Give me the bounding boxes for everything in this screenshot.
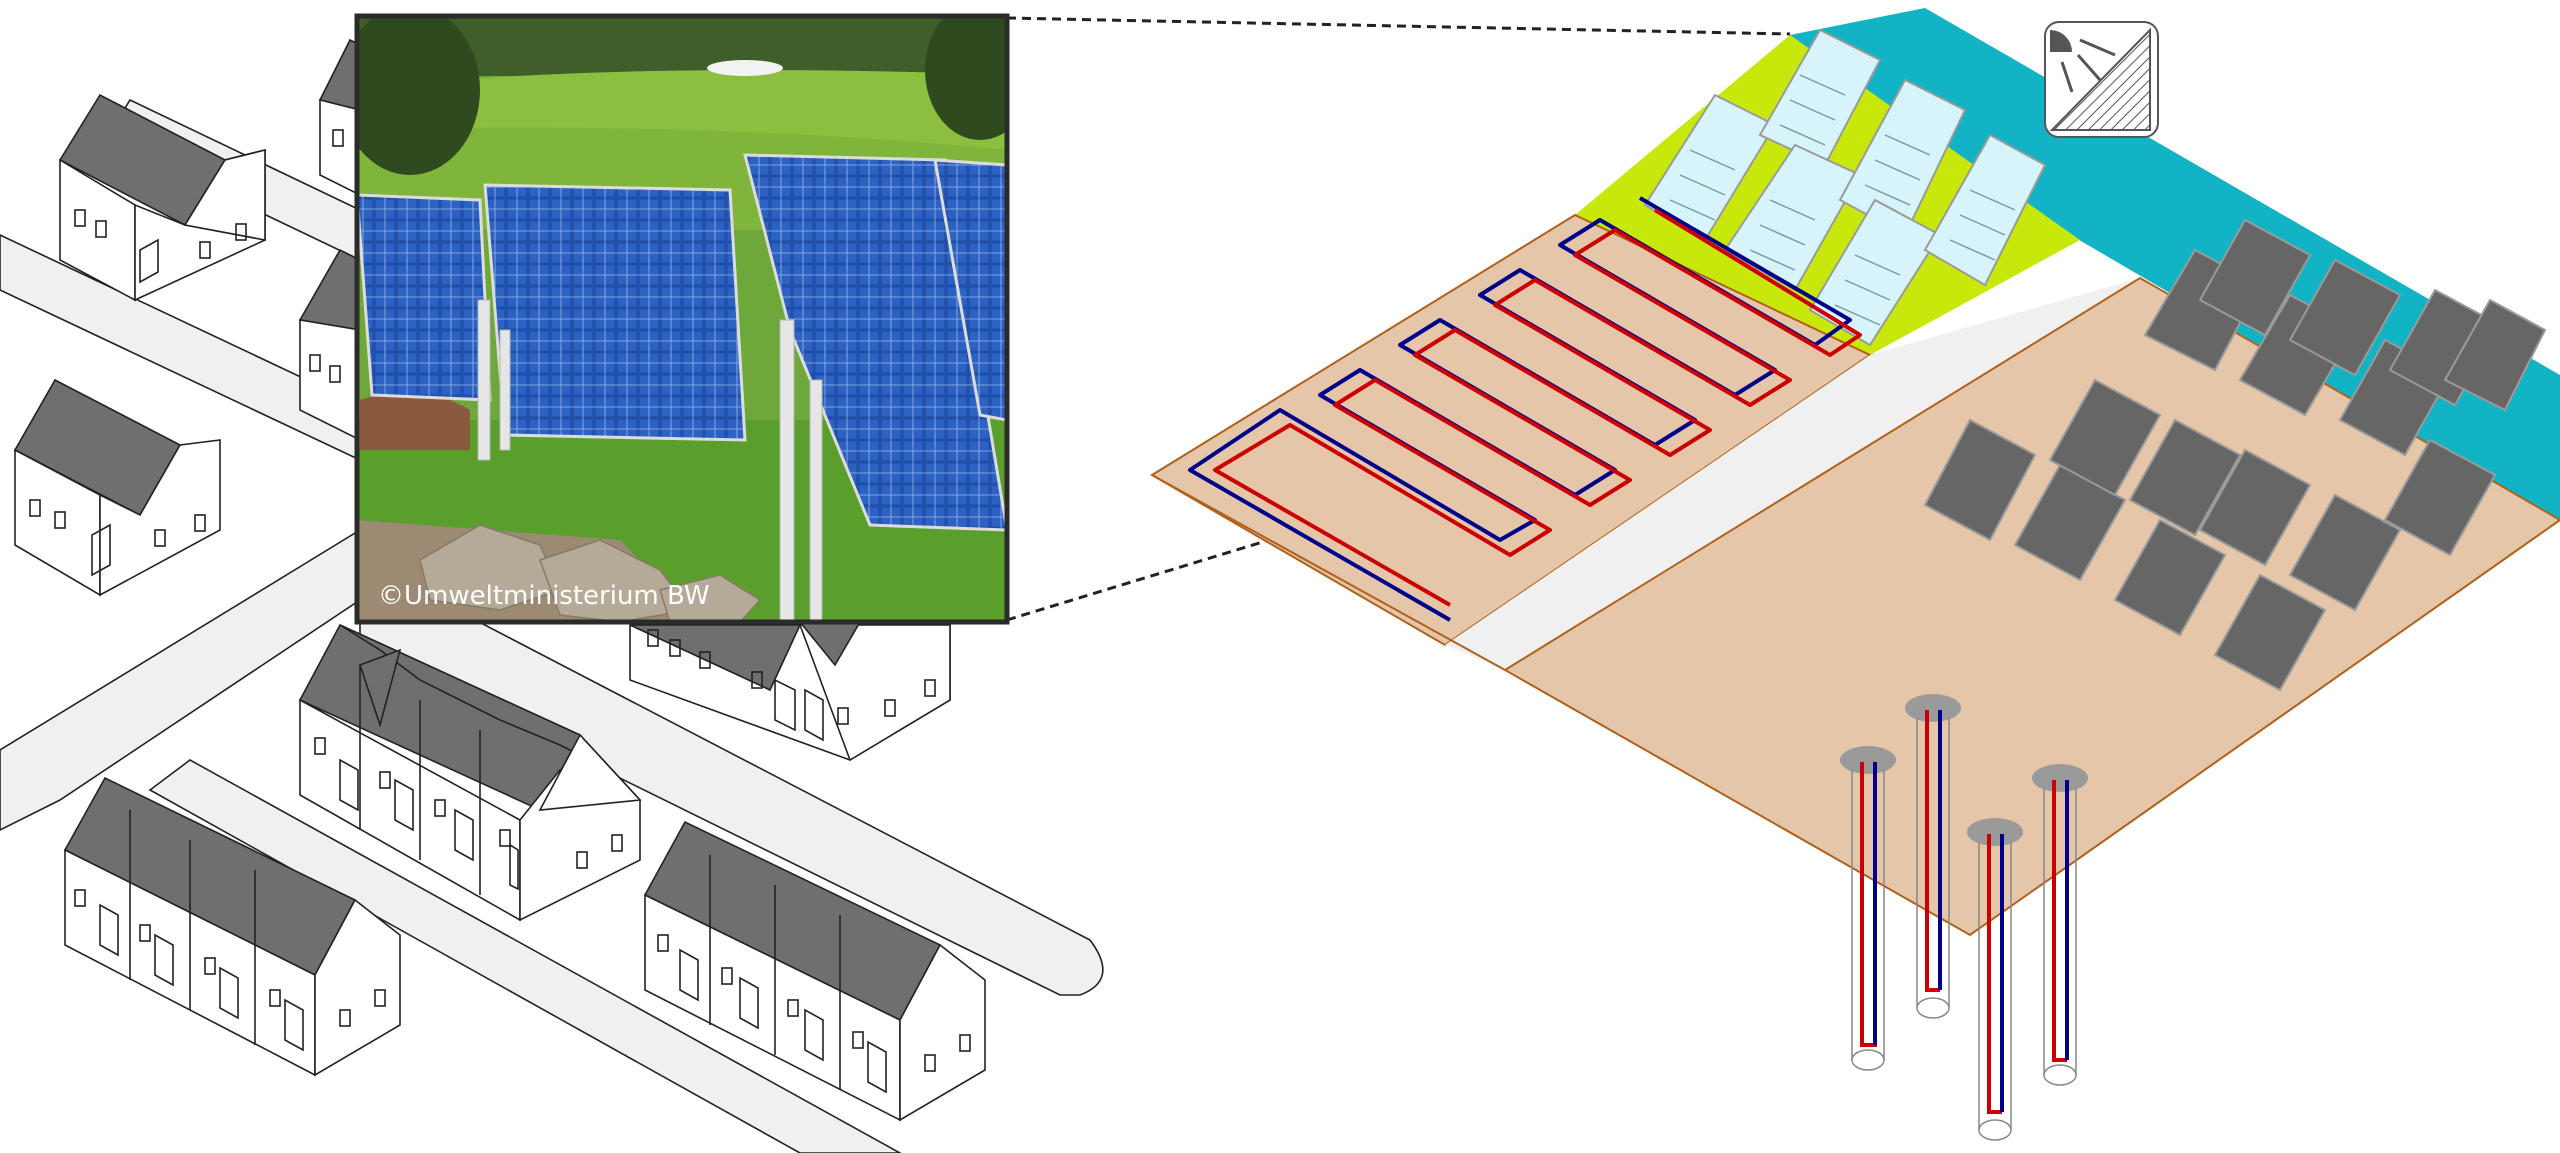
isometric-village	[0, 38, 1104, 1153]
photo-credit: ©Umweltministerium BW	[378, 581, 710, 611]
borehole	[1905, 694, 1961, 1019]
pv-array	[1923, 218, 2547, 692]
house-row	[298, 623, 642, 922]
pv-panels	[357, 153, 1007, 532]
house	[58, 93, 266, 302]
road-diagonal	[0, 529, 422, 831]
house	[298, 248, 361, 442]
solar-panel-photo: ©Umweltministerium BW	[354, 13, 1010, 625]
road-long	[359, 558, 1104, 996]
road-lower	[148, 759, 902, 1153]
house	[13, 378, 221, 597]
house-row	[643, 820, 986, 1122]
rocks	[419, 524, 762, 622]
borehole	[2032, 764, 2088, 1086]
collector-lines	[1669, 74, 2016, 326]
sun-panel-icon	[2044, 21, 2159, 138]
ground-collector-red	[1213, 208, 1862, 607]
borehole	[1840, 746, 1896, 1071]
house	[318, 38, 361, 197]
house-row	[629, 620, 951, 762]
borehole-heat-exchangers	[1840, 694, 2088, 1141]
solar-thermal-field	[1150, 8, 2560, 1141]
borehole	[1967, 818, 2023, 1141]
house-row	[63, 776, 401, 1077]
path-strip	[1445, 278, 2140, 670]
